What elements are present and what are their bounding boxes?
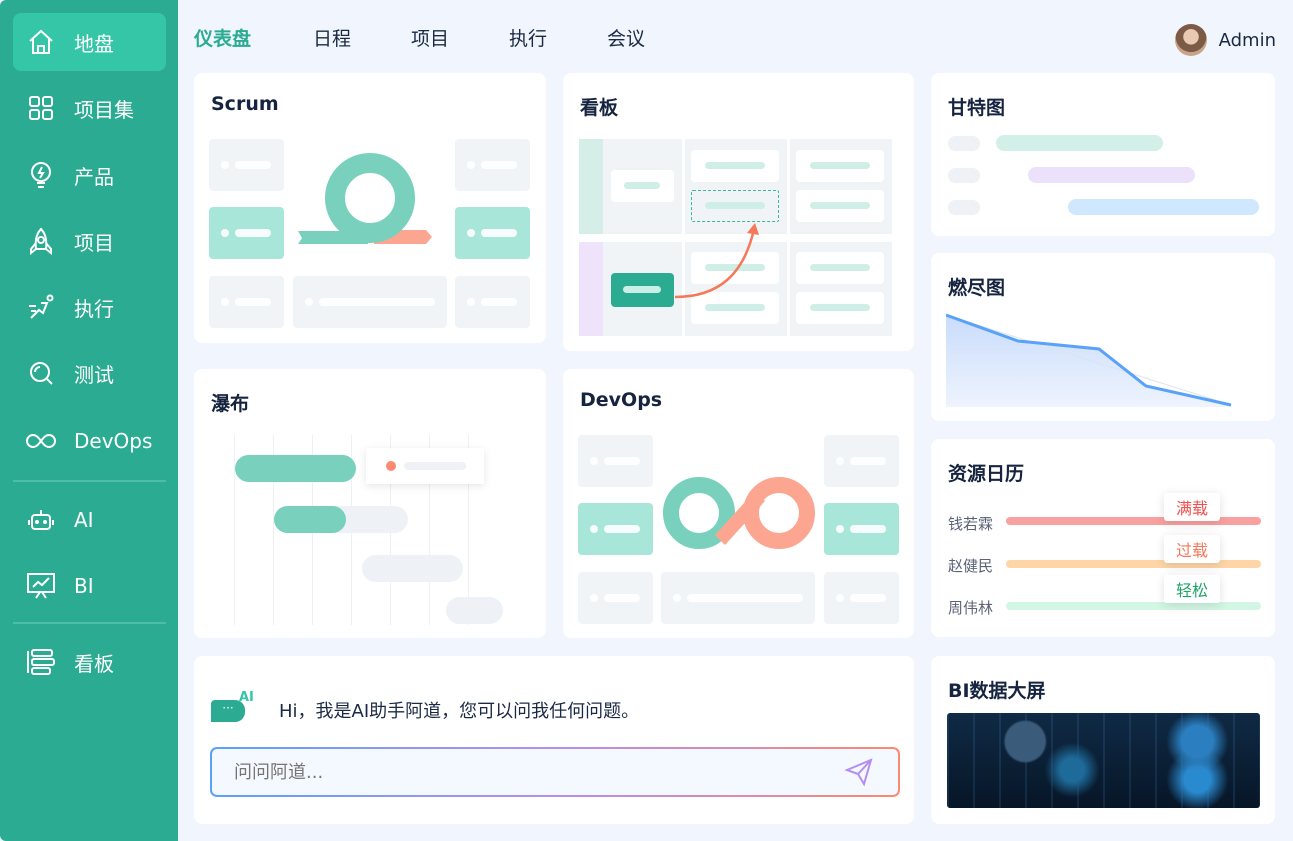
resource-calendar-card[interactable]: 资源日历 钱若霖 满载 赵健民 过载 周伟林 轻松: [931, 439, 1275, 637]
resource-load-bar: [1006, 602, 1261, 610]
sidebar-item-label: 项目: [74, 230, 114, 255]
sidebar-item-test[interactable]: 测试: [13, 344, 166, 402]
kanban-board-illustration: [579, 139, 892, 336]
scrum-card[interactable]: Scrum: [194, 73, 546, 343]
rocket-icon: [26, 226, 56, 256]
card-title: 瀑布: [211, 393, 250, 415]
sidebar-divider: [13, 480, 166, 482]
sidebar-item-devops[interactable]: DevOps: [13, 412, 166, 470]
bi-dashboard-card[interactable]: BI数据大屏: [931, 656, 1275, 824]
ai-chat-icon: ··· AI: [211, 690, 254, 724]
grid-icon: [26, 93, 56, 123]
resource-status-badge: 过载: [1164, 535, 1221, 563]
sidebar-item-label: 测试: [74, 362, 114, 387]
gantt-card[interactable]: 甘特图: [931, 73, 1275, 236]
devops-card[interactable]: DevOps: [563, 369, 914, 638]
burndown-card[interactable]: 燃尽图: [931, 253, 1275, 421]
sidebar-item-program[interactable]: 项目集: [13, 79, 166, 137]
robot-icon: [26, 505, 56, 535]
sidebar-item-bi[interactable]: BI: [13, 557, 166, 615]
tab-meeting[interactable]: 会议: [607, 28, 646, 50]
user-menu[interactable]: Admin: [1174, 24, 1276, 56]
devops-infinity-illustration: [663, 477, 815, 549]
chart-board-icon: [26, 571, 56, 601]
home-icon: [26, 27, 56, 57]
sidebar-item-label: 地盘: [74, 31, 114, 56]
sidebar-item-execution[interactable]: 执行: [13, 278, 166, 336]
sidebar-item-label: 看板: [74, 651, 114, 676]
tab-project[interactable]: 项目: [411, 28, 450, 50]
ai-input-wrapper: [210, 747, 900, 797]
burndown-chart: [946, 313, 1232, 407]
tab-schedule[interactable]: 日程: [313, 28, 352, 50]
card-title: 资源日历: [948, 463, 1025, 485]
ai-question-input[interactable]: [212, 749, 898, 795]
sidebar-divider: [13, 622, 166, 624]
kanban-icon: [26, 647, 56, 677]
tab-dashboard[interactable]: 仪表盘: [194, 28, 252, 50]
sidebar-item-label: AI: [74, 508, 94, 532]
sidebar-item-label: 项目集: [74, 97, 134, 122]
resource-name: 周伟林: [948, 599, 994, 617]
card-title: BI数据大屏: [948, 680, 1046, 702]
tab-execution[interactable]: 执行: [509, 28, 548, 50]
kanban-card[interactable]: 看板: [563, 73, 914, 351]
ai-assistant-card: ··· AI Hi，我是AI助手阿道，您可以问我任何问题。: [194, 656, 914, 824]
sidebar-item-project[interactable]: 项目: [13, 212, 166, 270]
waterfall-card[interactable]: 瀑布: [194, 369, 546, 638]
sidebar-item-label: DevOps: [74, 429, 153, 453]
resource-load-bar: [1006, 517, 1261, 525]
running-icon: [26, 292, 56, 322]
sidebar-item-product[interactable]: 产品: [13, 146, 166, 204]
card-title: 燃尽图: [948, 277, 1006, 299]
resource-status-badge: 轻松: [1164, 575, 1221, 603]
sidebar-item-label: BI: [74, 574, 94, 598]
ai-badge: AI: [239, 690, 254, 705]
card-title: DevOps: [580, 389, 663, 411]
user-name: Admin: [1218, 29, 1276, 51]
scrum-cycle-illustration: [298, 153, 432, 244]
resource-name: 钱若霖: [948, 515, 994, 533]
sidebar-item-label: 执行: [74, 296, 114, 321]
avatar: [1174, 24, 1207, 56]
sidebar-item-kanban[interactable]: 看板: [13, 633, 166, 691]
sidebar: 地盘 项目集 产品 项目 执行 测试 DevOps AI BI 看板: [0, 0, 178, 841]
infinity-icon: [26, 426, 56, 456]
card-title: 看板: [580, 97, 619, 119]
sidebar-item-home[interactable]: 地盘: [13, 13, 166, 71]
send-icon[interactable]: [844, 757, 874, 787]
sidebar-item-label: 产品: [74, 164, 114, 189]
lightbulb-icon: [26, 160, 56, 190]
card-title: Scrum: [211, 93, 279, 115]
search-icon: [26, 358, 56, 388]
bi-screen-thumbnail: [947, 713, 1260, 808]
sidebar-item-ai[interactable]: AI: [13, 491, 166, 549]
resource-name: 赵健民: [948, 557, 994, 575]
resource-status-badge: 满载: [1164, 493, 1221, 521]
resource-load-bar: [1006, 560, 1261, 568]
ai-greeting: Hi，我是AI助手阿道，您可以问我任何问题。: [279, 701, 640, 722]
card-title: 甘特图: [948, 97, 1006, 119]
